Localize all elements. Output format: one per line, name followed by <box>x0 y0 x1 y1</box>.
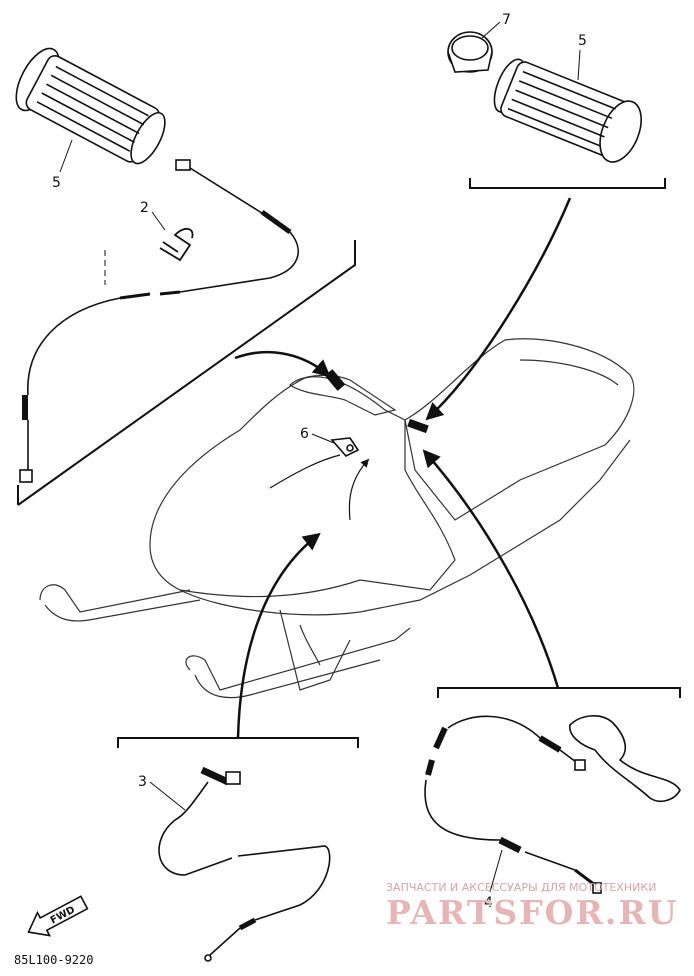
snowmobile-outline <box>39 338 635 699</box>
frame-upper-left <box>17 240 356 506</box>
watermark: ЗАПЧАСТИ И АКСЕССУАРЫ ДЛЯ МОТОТЕХНИКИ PA… <box>386 881 679 932</box>
callout-grip-ring: 7 <box>502 12 511 28</box>
cable-clamp <box>330 437 360 457</box>
leader-arrows <box>234 197 572 739</box>
callout-labels: 5 2 5 7 6 3 4 <box>52 12 587 911</box>
arrow-to-throttle-cable <box>236 532 321 739</box>
callout-grip-right: 5 <box>578 33 587 49</box>
hook-clip <box>159 228 194 262</box>
frame-lower-right <box>437 687 681 698</box>
leader-line-hook-clip <box>151 211 166 231</box>
callout-frames <box>17 178 681 748</box>
frame-lower-left <box>117 737 359 748</box>
callout-grip-left: 5 <box>52 175 61 191</box>
right-handlebar-grip <box>493 58 642 163</box>
brake-lever <box>569 715 681 802</box>
arrow-to-right-grip <box>425 197 572 421</box>
drawing-code: 85L100-9220 <box>14 953 93 967</box>
throttle-cable-upper <box>19 159 299 483</box>
arrow-to-left-grip <box>234 350 331 378</box>
brake-cable <box>424 715 602 894</box>
leader-line-grip-ring <box>481 21 501 39</box>
leader-line-grip-left <box>59 139 73 173</box>
watermark-tagline: ЗАПЧАСТИ И АКСЕССУАРЫ ДЛЯ МОТОТЕХНИКИ <box>386 881 656 894</box>
forward-direction-marker: FWD <box>27 895 89 937</box>
callout-clamp: 6 <box>300 426 309 442</box>
choke-cable <box>158 766 331 962</box>
watermark-brand: PARTSFOR.RU <box>386 893 679 932</box>
arrow-to-brake-cable <box>422 449 560 689</box>
leader-line-clamp <box>311 433 335 444</box>
leader-line-cable-lower-right <box>489 849 503 893</box>
grip-ring <box>447 31 493 73</box>
frame-upper-right <box>469 178 666 189</box>
callout-cable-lower-left: 3 <box>138 774 147 790</box>
callout-cable-lower-right: 4 <box>484 895 493 911</box>
leader-line-cable-lower-left <box>149 781 186 811</box>
leader-line-grip-right <box>577 49 581 81</box>
left-handlebar-grip <box>15 47 166 165</box>
callout-hook-clip: 2 <box>140 200 149 216</box>
handlebar-grip-marks <box>324 369 429 434</box>
